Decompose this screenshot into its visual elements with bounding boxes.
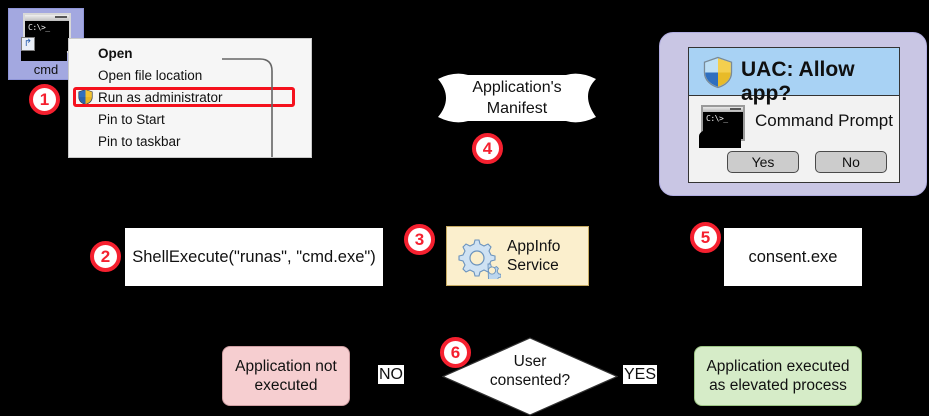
console-titlebar-uac — [703, 107, 743, 112]
application-not-executed-node: Application not executed — [222, 346, 350, 406]
edge-label-yes: YES — [623, 365, 658, 384]
appinfo-line-2: Service — [507, 257, 559, 274]
gears-icon — [458, 239, 501, 279]
uac-titlebar: UAC: Allow app? — [689, 48, 899, 105]
step-badge-1: 1 — [29, 84, 60, 115]
step-badge-6: 6 — [440, 337, 471, 368]
console-curve-decoration-uac — [699, 128, 741, 148]
menu-item-pin-to-start[interactable]: Pin to Start — [98, 112, 165, 127]
appinfo-service-node: AppInfo Service — [446, 226, 589, 286]
run-as-administrator-highlight — [73, 87, 295, 107]
decision-line-1: User — [513, 353, 547, 370]
uac-shield-icon — [703, 56, 733, 89]
uac-app-name: Command Prompt — [755, 111, 893, 130]
appinfo-line-1: AppInfo — [507, 238, 561, 255]
shortcut-arrow-icon: ↱ — [21, 37, 35, 51]
not-executed-line-1: Application not — [235, 358, 337, 375]
appinfo-service-label: AppInfo Service — [507, 237, 560, 275]
uac-dialog[interactable]: UAC: Allow app? C:\>_ Command Prompt Yes… — [688, 47, 900, 183]
user-consented-decision — [442, 337, 618, 416]
edge-label-no: NO — [378, 365, 404, 384]
manifest-label: Application's Manifest — [438, 77, 596, 119]
shellexecute-node: ShellExecute("runas", "cmd.exe") — [125, 228, 383, 286]
shield-icon — [78, 89, 93, 105]
step-badge-2: 2 — [90, 241, 121, 272]
application-elevated-node: Application executed as elevated process — [694, 346, 862, 406]
manifest-line-2: Manifest — [486, 100, 548, 117]
not-executed-line-2: executed — [254, 377, 318, 394]
menu-item-pin-to-taskbar[interactable]: Pin to taskbar — [98, 134, 181, 149]
decision-label: User consented? — [442, 352, 618, 390]
decision-line-2: consented? — [489, 372, 571, 389]
menu-item-run-as-administrator[interactable]: Run as administrator — [98, 90, 223, 105]
cmd-console-icon-uac: C:\>_ — [699, 105, 745, 148]
elevated-line-1: Application executed — [706, 358, 850, 375]
uac-yes-button[interactable]: Yes — [727, 151, 799, 173]
console-prompt-text-uac: C:\>_ — [706, 114, 728, 123]
console-titlebar — [25, 15, 69, 21]
step-badge-3: 3 — [404, 224, 435, 255]
step-badge-4: 4 — [472, 133, 503, 164]
application-manifest-banner — [438, 73, 596, 123]
step-badge-5: 5 — [690, 222, 721, 253]
connector-menu-to-shellexecute — [222, 58, 273, 157]
uac-dialog-frame: UAC: Allow app? C:\>_ Command Prompt Yes… — [659, 32, 927, 196]
menu-item-open-file-location[interactable]: Open file location — [98, 68, 203, 83]
uac-no-button[interactable]: No — [815, 151, 887, 173]
consent-exe-node: consent.exe — [724, 228, 862, 286]
uac-title-text: UAC: Allow app? — [741, 58, 855, 105]
menu-item-open[interactable]: Open — [98, 46, 133, 61]
manifest-line-1: Application's — [472, 79, 562, 96]
desktop-icon-label: cmd — [33, 62, 59, 77]
elevated-line-2: as elevated process — [709, 377, 847, 394]
console-prompt-text: C:\>_ — [28, 23, 50, 32]
uac-app-row: C:\>_ Command Prompt — [699, 104, 895, 148]
